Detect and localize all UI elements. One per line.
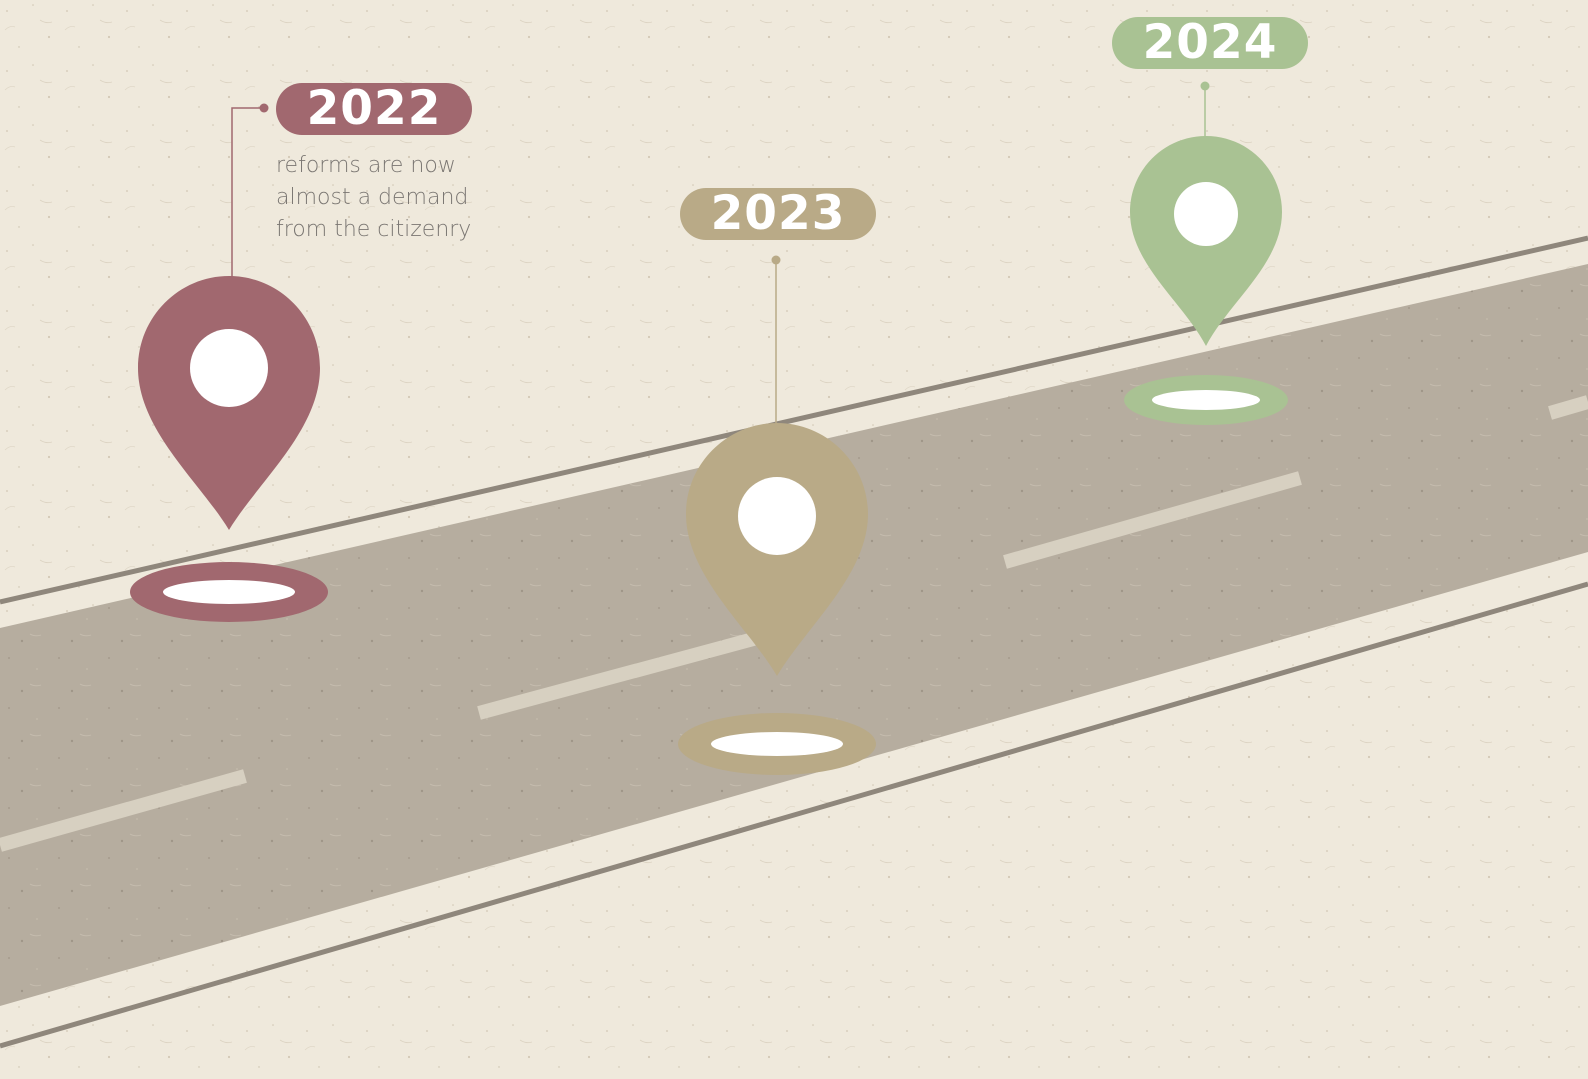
note-line: reforms are now (276, 153, 456, 178)
map-pin-hole (1174, 182, 1238, 246)
pin-base-hole (1152, 390, 1260, 410)
lane-markings (0, 395, 1588, 852)
map-pin-hole (738, 477, 816, 555)
lane-dash (1548, 395, 1588, 420)
milestone-2023 (678, 255, 876, 775)
lane-dash (477, 627, 774, 720)
note-line: almost a demand (276, 185, 469, 210)
year-label-2022: 2022 (276, 83, 472, 135)
road-bottom-edge-line (0, 581, 1588, 1049)
milestone-2022 (130, 103, 328, 622)
connector-dot (771, 255, 781, 265)
note-line: from the citizenry (276, 217, 472, 242)
year-label-2023: 2023 (680, 188, 876, 240)
milestone-2024 (1124, 81, 1288, 425)
connector-dot (259, 103, 269, 113)
map-pin-hole (190, 329, 268, 407)
connector-line (231, 107, 264, 278)
lane-dash (1003, 471, 1302, 569)
connector-dot (1200, 81, 1210, 91)
pin-base-hole (711, 732, 843, 756)
year-label-2024: 2024 (1112, 17, 1308, 69)
pin-base-hole (163, 580, 295, 604)
lane-dash (0, 769, 247, 852)
milestone-2022-note: reforms are now almost a demand from the… (276, 150, 516, 246)
road-top-edge-line (0, 235, 1588, 605)
